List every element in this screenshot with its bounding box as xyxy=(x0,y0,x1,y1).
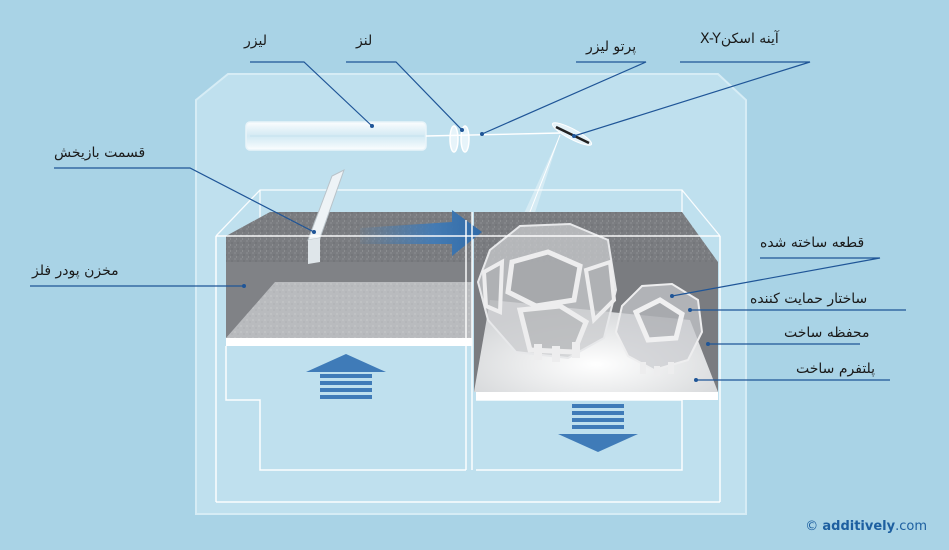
credit-watermark: © additively.com xyxy=(805,519,927,534)
copyright-symbol: © xyxy=(805,519,819,534)
laser-beam xyxy=(425,132,561,223)
label-laser: لیزر xyxy=(244,33,267,49)
built-part xyxy=(476,222,618,360)
lens-pair xyxy=(449,125,470,153)
label-lens: لنز xyxy=(356,33,373,49)
laser-tube xyxy=(245,121,427,151)
up-arrow-icon xyxy=(306,354,386,399)
label-built-part: قطعه ساخته شده xyxy=(760,235,865,251)
label-xy-mirror: آینه اسکنX-Y xyxy=(700,31,779,47)
label-build-platform: پلتفرم ساخت xyxy=(796,361,876,377)
support-structure xyxy=(534,282,704,376)
label-laser-beam: پرتو لیزر xyxy=(586,39,637,55)
right-arrow-icon xyxy=(360,210,482,256)
credit-brand: additively xyxy=(822,519,896,534)
recoater-blade xyxy=(307,168,345,264)
label-powder-reservoir: مخزن پودر فلز xyxy=(32,263,119,279)
powder-reservoir xyxy=(226,212,472,346)
credit-suffix: .com xyxy=(895,519,927,534)
label-recoater: قسمت بازیخش xyxy=(54,145,146,161)
leader-lines xyxy=(30,61,906,381)
chamber-frame-front xyxy=(215,212,721,503)
label-build-chamber: محفظه ساخت xyxy=(784,325,870,341)
down-arrow-icon xyxy=(558,404,638,452)
label-support-structure: ساختار حمایت کننده xyxy=(750,291,868,307)
leader-dots xyxy=(242,124,710,382)
